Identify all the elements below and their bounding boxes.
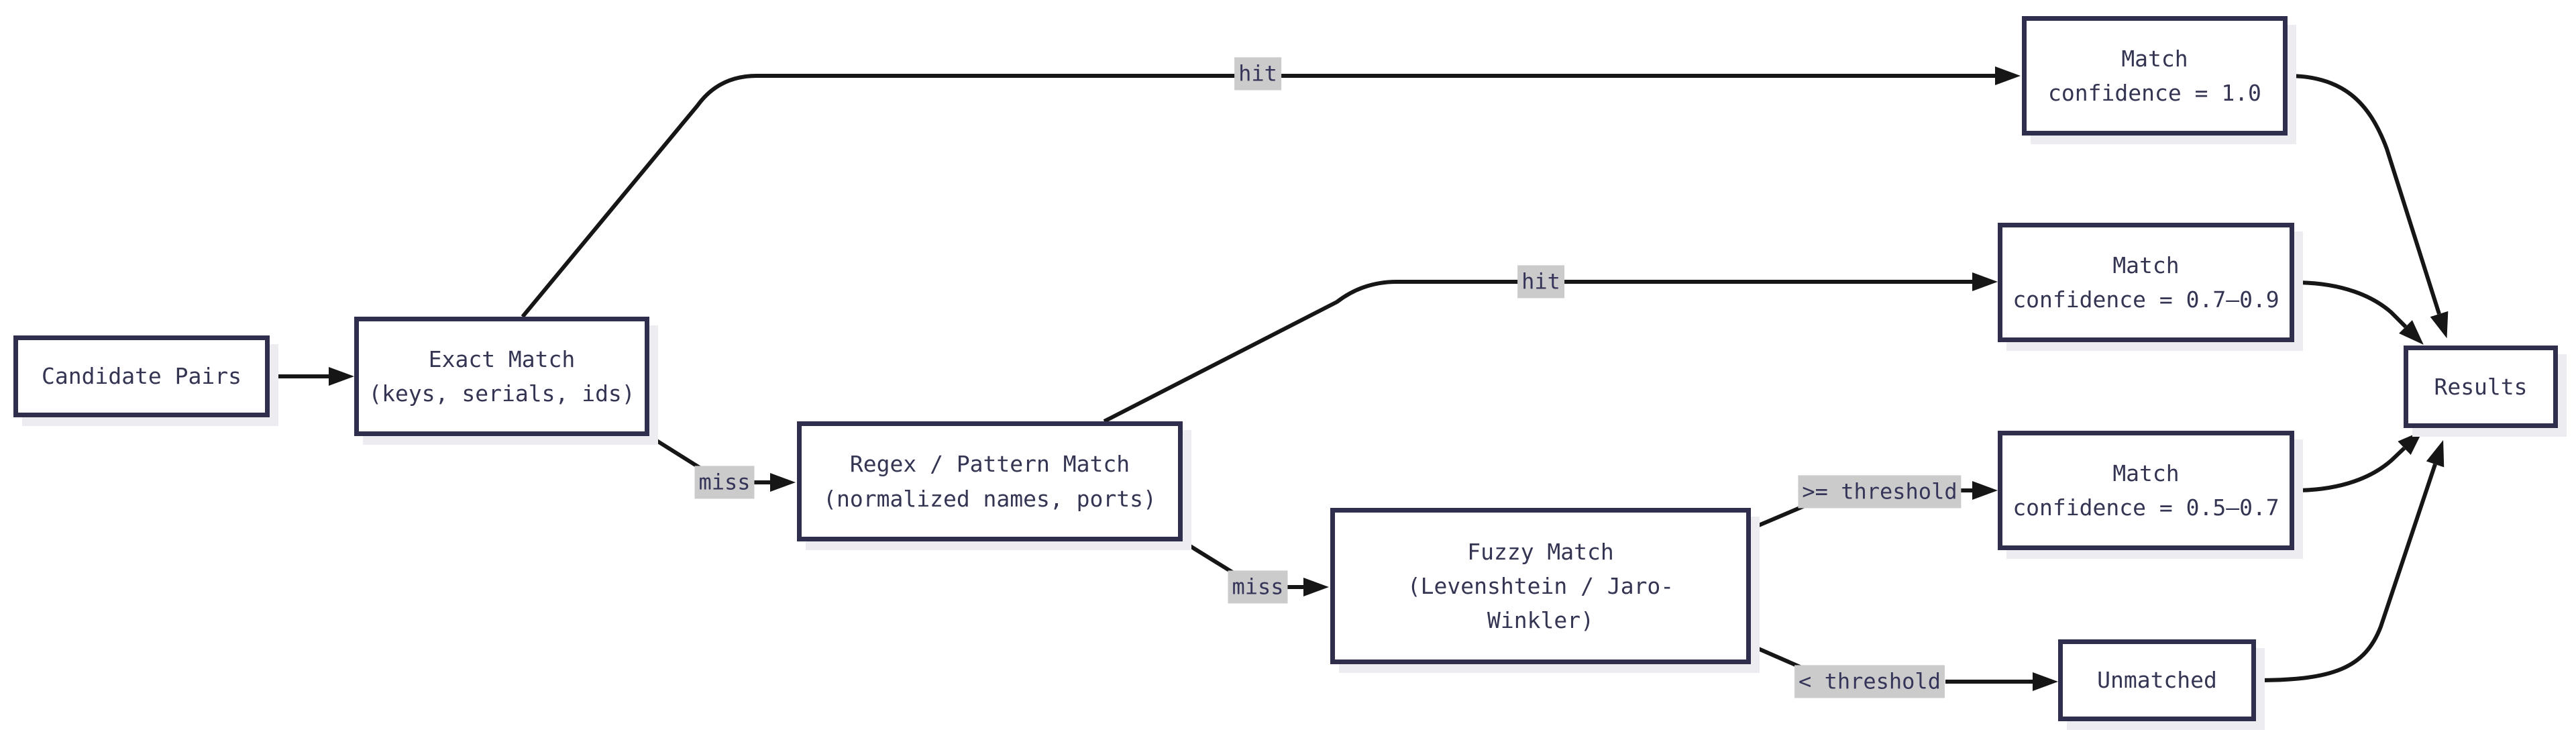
node-match-confidence-79: Match confidence = 0.7–0.9 bbox=[1998, 223, 2294, 342]
edge-match-conf-57-to-results bbox=[2294, 430, 2423, 492]
node-match-confidence-57-label: Match confidence = 0.5–0.7 bbox=[2012, 460, 2279, 521]
edge-label-miss-regex: miss bbox=[1228, 570, 1288, 604]
node-candidate-pairs: Candidate Pairs bbox=[13, 335, 270, 417]
edge-unmatched-to-results bbox=[2255, 439, 2445, 682]
node-fuzzy-match: Fuzzy Match (Levenshtein / Jaro- Winkler… bbox=[1330, 508, 1751, 664]
edge-label-miss-exact: miss bbox=[694, 466, 755, 499]
node-exact-match: Exact Match (keys, serials, ids) bbox=[354, 317, 649, 436]
node-match-confidence-10: Match confidence = 1.0 bbox=[2022, 16, 2288, 136]
edge-match-conf-79-to-results bbox=[2294, 280, 2424, 345]
node-unmatched-label: Unmatched bbox=[2097, 667, 2217, 694]
edge-label-lt-threshold: < threshold bbox=[1794, 665, 1945, 698]
edge-label-hit-regex: hit bbox=[1517, 265, 1564, 299]
edge-label-ge-threshold: >= threshold bbox=[1798, 475, 1962, 509]
node-unmatched: Unmatched bbox=[2058, 639, 2256, 721]
node-regex-pattern-match: Regex / Pattern Match (normalized names,… bbox=[797, 421, 1183, 541]
node-match-confidence-57: Match confidence = 0.5–0.7 bbox=[1998, 431, 2294, 550]
edge-exact-match-to-match-conf-10 bbox=[521, 66, 2021, 318]
node-candidate-pairs-label: Candidate Pairs bbox=[41, 363, 241, 390]
edge-match-conf-10-to-results bbox=[2287, 74, 2449, 339]
node-results-label: Results bbox=[2434, 373, 2528, 400]
node-exact-match-label: Exact Match (keys, serials, ids) bbox=[368, 346, 635, 407]
node-fuzzy-match-label: Fuzzy Match (Levenshtein / Jaro- Winkler… bbox=[1407, 538, 1674, 634]
edge-label-hit-exact: hit bbox=[1234, 57, 1281, 91]
node-match-confidence-79-label: Match confidence = 0.7–0.9 bbox=[2012, 252, 2279, 313]
edge-regex-match-to-match-conf-79 bbox=[1103, 272, 1998, 423]
node-results: Results bbox=[2404, 346, 2558, 428]
node-regex-pattern-match-label: Regex / Pattern Match (normalized names,… bbox=[823, 451, 1157, 512]
node-match-confidence-10-label: Match confidence = 1.0 bbox=[2048, 45, 2261, 106]
